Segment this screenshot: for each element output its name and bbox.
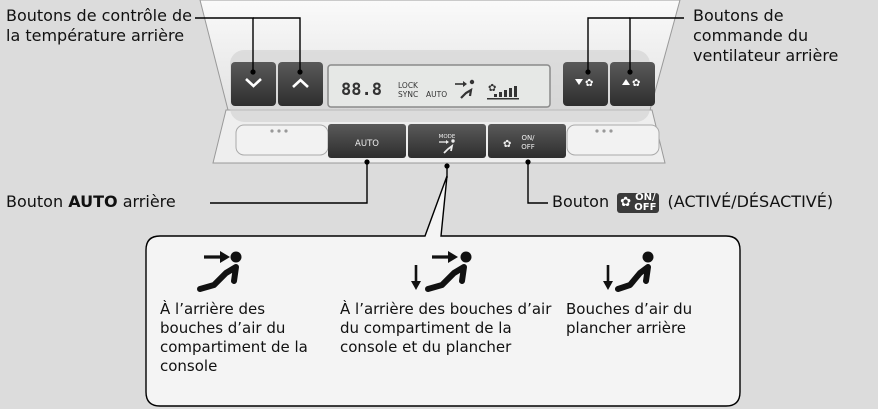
temp-buttons-label: Boutons de contrôle de la température ar… [6, 6, 193, 45]
fan-down-arrow-icon [575, 79, 583, 85]
temp-up-button[interactable] [278, 62, 323, 106]
mode-caption-face: À l’arrière des bouches d’air du compart… [160, 300, 308, 375]
svg-text:✿: ✿ [488, 83, 496, 94]
callout-lines [195, 17, 684, 204]
display-sync: SYNC [398, 90, 418, 99]
auto-prefix: Bouton [6, 192, 69, 211]
fan-up-button[interactable] [610, 62, 655, 106]
onoff-button[interactable] [488, 124, 566, 158]
fan-down-button[interactable] [563, 62, 608, 106]
onoff-button-on: ON/ [521, 134, 535, 142]
onoff-suffix: (ACTIVÉ/DÉSACTIVÉ) [662, 192, 834, 211]
mode-vent-icon [439, 139, 455, 154]
temp-down-button[interactable] [231, 62, 276, 106]
auto-bold: AUTO [68, 192, 118, 211]
mode-caption-floor: Bouches d’air du plancher arrière [566, 300, 693, 337]
right-slot [566, 124, 660, 156]
chevron-up-icon [292, 78, 309, 88]
chevron-down-icon [245, 78, 262, 88]
onoff-prefix: Bouton [552, 192, 615, 211]
face-vent-icon [197, 251, 242, 292]
fan-buttons-label: Boutons de commande du ventilateur arriè… [693, 6, 839, 65]
auto-button-label: AUTO [355, 139, 379, 149]
display-vent-icon [455, 79, 475, 99]
mode-caption-face-floor: À l’arrière des bouches d’air du compart… [340, 300, 552, 356]
fan-up-arrow-icon [622, 79, 630, 85]
left-slot [235, 124, 329, 156]
display-auto: AUTO [426, 90, 447, 99]
auto-button[interactable] [328, 124, 406, 158]
onoff-badge-on: ON/ [635, 191, 656, 203]
modes-callout-box [145, 175, 741, 407]
onoff-badge: ✿ ON/OFF [617, 191, 660, 213]
onoff-button-off: OFF [521, 143, 535, 151]
mode-button-label: MODE [439, 134, 456, 140]
fan-icon: ✿ [585, 78, 593, 89]
onoff-badge-off: OFF [634, 201, 657, 213]
fan-icon: ✿ [620, 194, 632, 210]
auto-suffix: arrière [117, 192, 176, 211]
fan-icon: ✿ [503, 139, 511, 150]
display-number: 88.8 [341, 80, 382, 100]
display-fan-level-icon: ✿ [487, 83, 519, 100]
face-floor-vent-icon [411, 251, 472, 292]
auto-button-callout-label: Bouton AUTO arrière [6, 192, 176, 212]
callout-dots [250, 69, 633, 169]
display-lock: LOCK [398, 81, 419, 90]
floor-vent-icon [603, 251, 654, 292]
onoff-button-callout-label: Bouton ✿ ON/OFF (ACTIVÉ/DÉSACTIVÉ) [552, 192, 833, 213]
fan-icon: ✿ [632, 78, 640, 89]
